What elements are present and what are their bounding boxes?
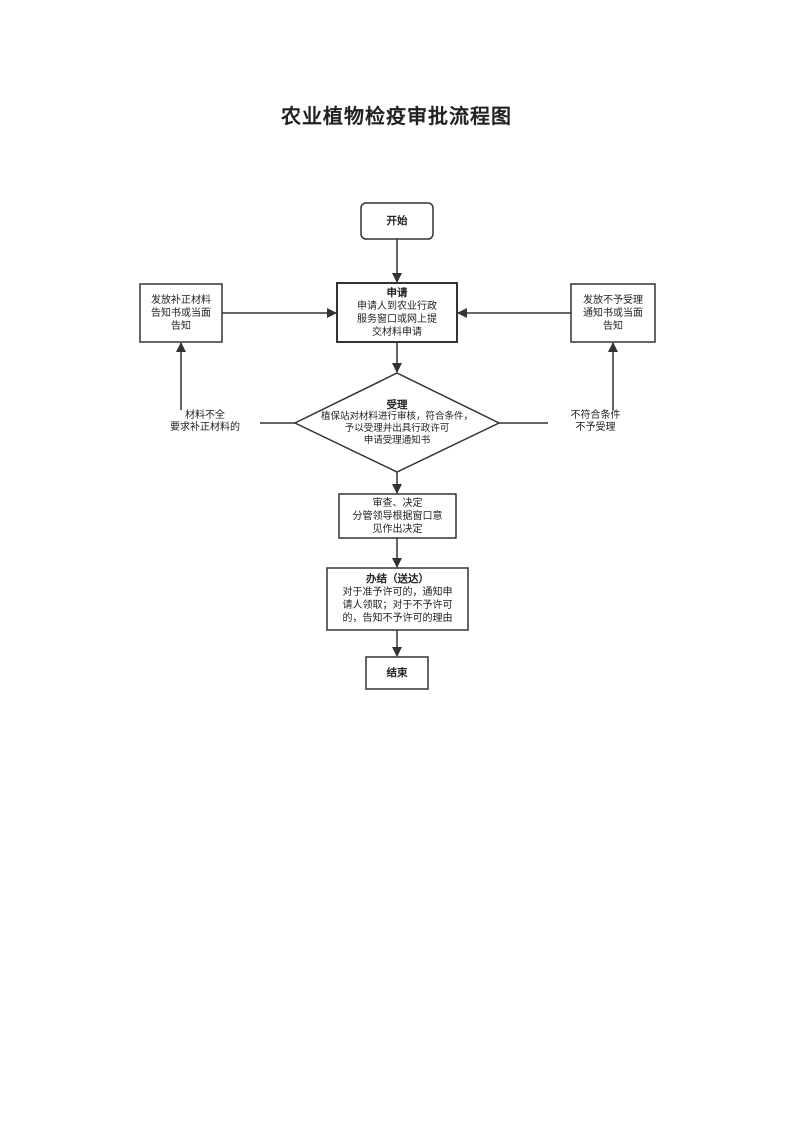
accept-node-title: 受理 xyxy=(386,399,408,411)
reject-node-shape xyxy=(570,283,656,343)
supplement-node: 发放补正材料 告知书或当面 告知 xyxy=(140,284,222,342)
apply-node: 申请 申请人到农业行政 服务窗口或网上提 交材料申请 xyxy=(337,283,457,342)
apply-node-text: 申请人到农业行政 服务窗口或网上提 交材料申请 xyxy=(357,300,437,338)
supplement-node-text: 发放补正材料 告知书或当面 告知 xyxy=(151,294,211,332)
accept-node-text: 植保站对材料进行审核，符合条件， 予以受理并出具行政许可 申请受理通知书 xyxy=(320,411,473,446)
start-node-label: 开始 xyxy=(386,214,408,227)
end-node: 结束 xyxy=(366,657,428,689)
finish-node-shape xyxy=(326,567,469,631)
start-node: 开始 xyxy=(361,203,433,239)
finish-node: 办结（送达） 对于准予许可的，通知申 请人领取；对于不予许可 的，告知不予许可的… xyxy=(327,568,468,630)
finish-node-text: 对于准予许可的，通知申 请人领取；对于不予许可 的，告知不予许可的理由 xyxy=(342,587,453,624)
reject-node: 发放不予受理 通知书或当面 告知 xyxy=(571,284,655,342)
accept-decision-node: 受理 植保站对材料进行审核，符合条件， 予以受理并出具行政许可 申请受理通知书 xyxy=(300,393,494,453)
end-node-shape xyxy=(365,656,429,690)
finish-node-title: 办结（送达） xyxy=(366,573,429,585)
review-node: 审查、决定 分管领导根据窗口意 见作出决定 xyxy=(339,494,456,538)
edge-label-incomplete: 材料不全 要求补正材料的 xyxy=(150,410,260,434)
apply-node-title: 申请 xyxy=(386,286,408,299)
reject-node-text: 发放不予受理 通知书或当面 告知 xyxy=(583,294,643,332)
edge-label-not-qualified: 不符合条件 不予受理 xyxy=(548,410,643,434)
review-node-title: 审查、决定 xyxy=(372,497,423,509)
review-node-text: 分管领导根据窗口意 见作出决定 xyxy=(352,510,443,535)
page-title: 农业植物检疫审批流程图 xyxy=(281,104,512,128)
end-node-label: 结束 xyxy=(386,666,408,679)
